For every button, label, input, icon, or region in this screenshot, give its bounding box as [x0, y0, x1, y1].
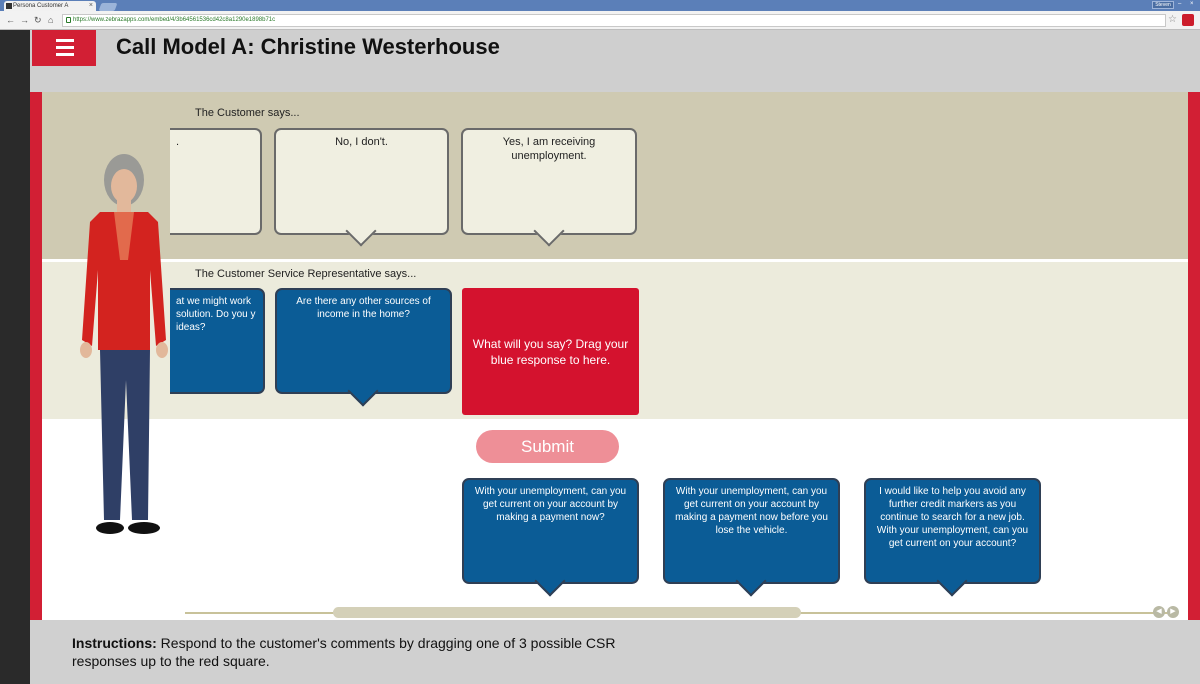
avatar-hand — [80, 342, 92, 358]
csr-bubble-text: at we might work solution. Do you y idea… — [176, 296, 256, 333]
response-text: With your unemployment, can you get curr… — [675, 486, 828, 536]
customer-bubble: No, I don't. — [274, 128, 449, 247]
browser-toolbar: ← → ↻ ⌂ https://www.zebrazapps.com/embed… — [0, 11, 1200, 30]
hamburger-menu-button[interactable] — [32, 30, 96, 66]
new-tab-button[interactable] — [98, 3, 118, 11]
scroll-left-icon[interactable]: ◀ — [1153, 606, 1165, 618]
customer-avatar — [80, 154, 168, 534]
app-frame: Call Model A: Christine Westerhouse The … — [30, 30, 1200, 684]
instructions-text: Respond to the customer's comments by dr… — [72, 635, 616, 669]
scroll-thumb[interactable] — [333, 607, 801, 618]
avatar-neck — [117, 200, 131, 212]
forward-arrow-icon[interactable]: → — [20, 15, 29, 25]
close-tab-icon[interactable]: × — [88, 2, 93, 9]
profile-button[interactable]: Steven — [1152, 1, 1174, 9]
customer-bubble-text: . — [176, 136, 180, 148]
extension-icon[interactable] — [1182, 14, 1194, 26]
customer-bubble-text: Yes, I am receiving unemployment. — [502, 136, 596, 162]
response-option-3[interactable]: I would like to help you avoid any furth… — [864, 478, 1041, 597]
customer-bubble: Yes, I am receiving unemployment. — [461, 128, 637, 247]
browser-tab[interactable]: Persona Customer A × — [4, 1, 96, 11]
minimize-icon[interactable]: – — [1178, 1, 1182, 7]
instructions-label: Instructions: — [72, 635, 157, 651]
avatar-shirt — [114, 212, 134, 260]
submit-button[interactable]: Submit — [476, 430, 619, 463]
page-title: Call Model A: Christine Westerhouse — [116, 34, 500, 59]
avatar-cardigan — [82, 212, 166, 350]
left-taskbar: Z — [0, 30, 30, 684]
bubble-tail — [534, 565, 566, 597]
menu-line — [56, 53, 74, 56]
avatar-hand — [156, 342, 168, 358]
response-text: With your unemployment, can you get curr… — [474, 486, 627, 523]
tab-title: Persona Customer A — [13, 3, 69, 9]
left-accent-bar — [30, 92, 42, 620]
back-arrow-icon[interactable]: ← — [6, 15, 15, 25]
url-text: https://www.zebrazapps.com/embed/4/3b645… — [73, 17, 276, 23]
bubble-tail — [735, 565, 767, 597]
address-bar[interactable]: https://www.zebrazapps.com/embed/4/3b645… — [62, 14, 1166, 27]
customer-bubble: . — [170, 128, 262, 235]
csr-bubble-text: Are there any other sources of income in… — [296, 296, 431, 320]
csr-bubble: Are there any other sources of income in… — [275, 288, 452, 407]
home-icon[interactable]: ⌂ — [48, 15, 54, 25]
bookmark-star-icon[interactable]: ☆ — [1168, 14, 1177, 25]
menu-line — [56, 39, 74, 42]
bubble-tail — [936, 565, 968, 597]
response-option-2[interactable]: With your unemployment, can you get curr… — [663, 478, 840, 597]
response-text: I would like to help you avoid any furth… — [876, 486, 1029, 549]
site-favicon-icon — [6, 3, 12, 9]
avatar-shoe — [128, 522, 160, 534]
csr-band-label: The Customer Service Representative says… — [195, 268, 417, 280]
reload-icon[interactable]: ↻ — [34, 15, 42, 25]
avatar-face — [111, 169, 137, 203]
menu-line — [56, 46, 74, 49]
instructions: Instructions: Respond to the customer's … — [72, 634, 632, 670]
band-divider — [40, 259, 1190, 262]
scroll-right-icon[interactable]: ▶ — [1167, 606, 1179, 618]
customer-band-label: The Customer says... — [195, 107, 300, 119]
customer-bubble-text: No, I don't. — [335, 136, 388, 148]
csr-bubble: at we might work solution. Do you y idea… — [170, 288, 265, 394]
avatar-pants — [100, 350, 150, 520]
right-accent-bar — [1188, 92, 1200, 620]
app-header: Call Model A: Christine Westerhouse — [30, 30, 1200, 90]
activity-area: The Customer says... The Customer Servic… — [30, 92, 1200, 620]
close-window-icon[interactable]: × — [1190, 1, 1194, 7]
avatar-shoe — [96, 522, 124, 534]
lock-icon — [66, 17, 71, 23]
browser-tab-strip: Persona Customer A × Steven – × — [0, 0, 1200, 11]
response-drop-zone[interactable]: What will you say? Drag your blue respon… — [462, 288, 639, 415]
response-option-1[interactable]: With your unemployment, can you get curr… — [462, 478, 639, 597]
